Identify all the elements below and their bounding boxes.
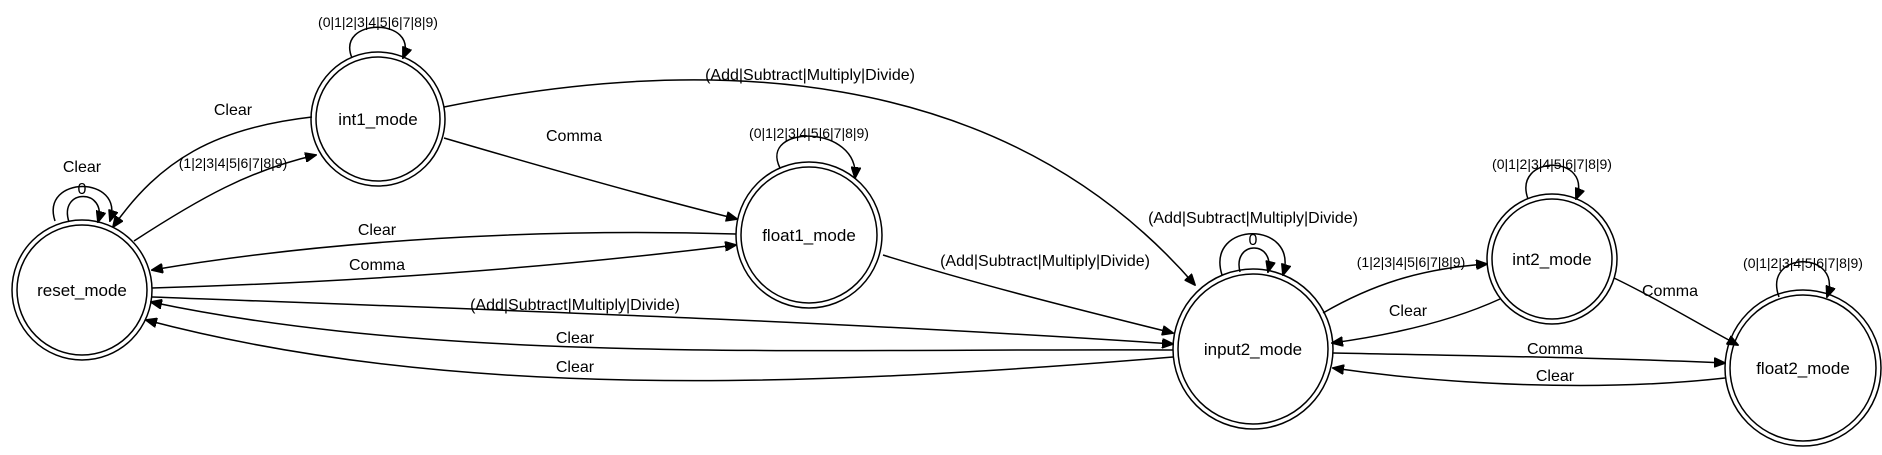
- edge-label-input2-to-reset-upper: Clear: [556, 330, 595, 347]
- edge-int2-to-float2: Comma: [1613, 277, 1738, 345]
- edge-float1-to-input2: (Add|Subtract|Multiply|Divide): [882, 253, 1173, 333]
- edge-input2-to-int2-path: [1322, 264, 1487, 314]
- edge-label-reset-loop-zero: 0: [78, 181, 87, 198]
- edge-int1-to-float1-path: [443, 137, 737, 219]
- state-label-int1-mode: int1_mode: [338, 110, 417, 129]
- state-label-input2-mode: input2_mode: [1204, 340, 1302, 359]
- edge-reset-loop: Clear 0: [52, 159, 112, 223]
- state-label-float2-mode: float2_mode: [1756, 359, 1850, 378]
- state-int2-mode[interactable]: int2_mode: [1486, 193, 1618, 325]
- edge-label-int1-loop: (0|1|2|3|4|5|6|7|8|9): [318, 14, 438, 30]
- edge-int2-to-input2: Clear: [1332, 298, 1501, 343]
- edge-label-float2-to-input2: Clear: [1536, 368, 1575, 385]
- edge-input2-loop: (Add|Subtract|Multiply|Divide) 0: [1148, 210, 1358, 275]
- edge-input2-to-float2: Comma: [1332, 341, 1725, 363]
- edge-input2-to-reset-lower-path: [146, 320, 1174, 382]
- edge-int1-to-input2: (Add|Subtract|Multiply|Divide): [443, 67, 1195, 285]
- edge-label-int1-to-reset: Clear: [214, 102, 253, 119]
- edge-label-float1-to-reset: Clear: [358, 222, 397, 239]
- edge-label-reset-to-float1: Comma: [349, 257, 405, 274]
- edge-float1-to-reset-path: [152, 231, 737, 271]
- state-float2-mode[interactable]: float2_mode: [1724, 289, 1882, 447]
- edge-label-input2-loop-ops: (Add|Subtract|Multiply|Divide): [1148, 210, 1358, 227]
- edge-input2-loop-outer-path: [1219, 233, 1285, 275]
- edge-reset-to-input2-path: [151, 296, 1173, 344]
- edge-float2-to-input2: Clear: [1333, 368, 1726, 387]
- edge-float2-to-input2-path: [1333, 368, 1726, 387]
- edge-label-input2-to-int2: (1|2|3|4|5|6|7|8|9): [1357, 254, 1466, 270]
- edge-float1-loop: (0|1|2|3|4|5|6|7|8|9): [749, 125, 869, 178]
- edge-int1-to-reset: Clear: [113, 102, 313, 227]
- edge-label-reset-to-input2: (Add|Subtract|Multiply|Divide): [470, 297, 680, 314]
- edge-float2-loop: (0|1|2|3|4|5|6|7|8|9): [1743, 255, 1863, 297]
- edge-reset-to-float1-path: [151, 245, 736, 289]
- edge-label-int2-to-input2: Clear: [1389, 303, 1428, 320]
- edge-float1-to-input2-path: [882, 254, 1173, 333]
- edge-input2-to-reset-lower: Clear: [146, 320, 1174, 382]
- edge-input2-to-reset-upper-path: [151, 302, 1174, 352]
- edge-float2-loop-path: [1776, 261, 1830, 297]
- edge-input2-to-int2: (1|2|3|4|5|6|7|8|9): [1322, 254, 1487, 314]
- edge-label-input2-to-float2: Comma: [1527, 341, 1583, 358]
- edge-int2-to-float2-path: [1613, 277, 1738, 345]
- edge-reset-to-int1: (1|2|3|4|5|6|7|8|9): [133, 155, 316, 242]
- edge-int1-loop: (0|1|2|3|4|5|6|7|8|9): [318, 14, 438, 58]
- edge-label-reset-to-int1: (1|2|3|4|5|6|7|8|9): [179, 155, 288, 171]
- edge-int1-to-input2-path: [443, 79, 1195, 285]
- edge-float1-loop-path: [776, 135, 855, 178]
- edge-reset-loop-outer-path: [52, 185, 112, 222]
- state-reset-mode[interactable]: reset_mode: [11, 219, 153, 361]
- edge-label-float1-loop: (0|1|2|3|4|5|6|7|8|9): [749, 125, 869, 141]
- state-float1-mode[interactable]: float1_mode: [735, 161, 883, 309]
- edge-int2-to-input2-path: [1332, 298, 1501, 343]
- edge-float1-to-reset: Clear: [152, 222, 737, 271]
- edge-input2-to-reset-upper: Clear: [151, 302, 1174, 352]
- edge-input2-loop-inner-path: [1238, 247, 1269, 272]
- edge-reset-loop-inner-path: [66, 195, 99, 223]
- edge-input2-to-float2-path: [1332, 352, 1725, 363]
- state-input2-mode[interactable]: input2_mode: [1172, 268, 1334, 430]
- edge-int2-loop-path: [1525, 164, 1579, 199]
- edge-label-input2-to-reset-lower: Clear: [556, 359, 595, 376]
- edge-int1-to-float1: Comma: [443, 128, 737, 219]
- edge-label-reset-loop-clear: Clear: [63, 159, 102, 176]
- edge-label-float2-loop: (0|1|2|3|4|5|6|7|8|9): [1743, 255, 1863, 271]
- state-int1-mode[interactable]: int1_mode: [310, 51, 446, 187]
- edge-reset-to-float1: Comma: [151, 245, 736, 289]
- edge-label-input2-loop-zero: 0: [1249, 232, 1258, 249]
- edge-label-int2-loop: (0|1|2|3|4|5|6|7|8|9): [1492, 156, 1612, 172]
- edge-label-float1-to-input2: (Add|Subtract|Multiply|Divide): [940, 253, 1150, 270]
- edge-reset-to-input2: (Add|Subtract|Multiply|Divide): [151, 296, 1173, 344]
- edge-reset-to-int1-path: [133, 155, 316, 242]
- edge-label-int1-to-input2: (Add|Subtract|Multiply|Divide): [705, 67, 915, 84]
- state-label-int2-mode: int2_mode: [1512, 250, 1591, 269]
- edge-int2-loop: (0|1|2|3|4|5|6|7|8|9): [1492, 156, 1612, 199]
- state-label-reset-mode: reset_mode: [37, 281, 127, 300]
- edge-int1-loop-path: [349, 26, 406, 58]
- edge-label-int1-to-float1: Comma: [546, 128, 602, 145]
- edge-label-int2-to-float2: Comma: [1642, 283, 1698, 300]
- edge-int1-to-reset-path: [113, 116, 313, 227]
- state-label-float1-mode: float1_mode: [762, 226, 856, 245]
